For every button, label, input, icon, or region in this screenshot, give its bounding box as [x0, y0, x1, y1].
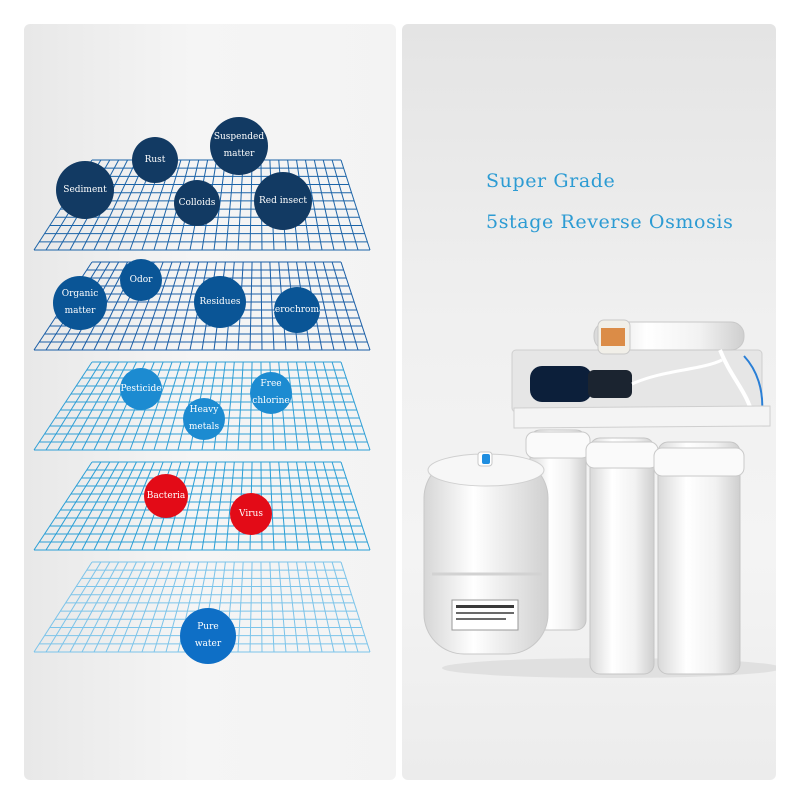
- headline-line-2: 5stage Reverse Osmosis: [486, 211, 734, 233]
- contaminant-organic-matter: Organic matter: [53, 276, 107, 330]
- contaminant-suspended-matter: Suspended matter: [210, 117, 268, 175]
- contaminant-pesticide: Pesticide: [120, 368, 162, 410]
- stage-5-grid: [33, 561, 371, 653]
- contaminant-sediment: Sediment: [56, 161, 114, 219]
- stage-4-grid: [33, 461, 371, 551]
- contaminant-colloids: Colloids: [174, 180, 220, 226]
- contaminant-odor: Odor: [120, 259, 162, 301]
- ro-purifier-image: [423, 319, 776, 678]
- contaminant-free-chlorine: Free chlorine: [250, 372, 292, 414]
- headline-line-1: Super Grade: [486, 170, 616, 192]
- contaminant-virus: Virus: [230, 493, 272, 535]
- contaminant-heterochromatic: Heterochromatic: [274, 287, 320, 333]
- contaminant-pure-water: Pure water: [180, 608, 236, 664]
- contaminant-rust: Rust: [132, 137, 178, 183]
- contaminant-heavy-metals: Heavy metals: [183, 398, 225, 440]
- contaminant-red-insect: Red insect: [254, 172, 312, 230]
- contaminant-bacteria: Bacteria: [144, 474, 188, 518]
- contaminant-residues: Residues: [194, 276, 246, 328]
